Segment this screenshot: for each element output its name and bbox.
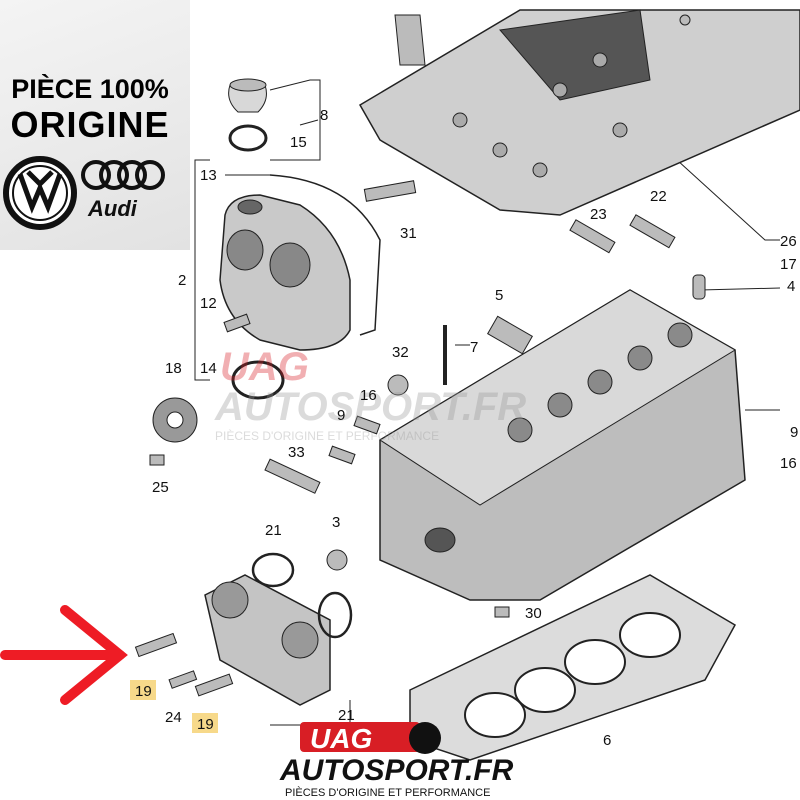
watermark-tagline: PIÈCES D'ORIGINE ET PERFORMANCE xyxy=(215,428,439,443)
callout-19-left: 19 xyxy=(135,683,152,700)
head-gasket xyxy=(409,574,737,761)
badge-line-1: PIÈCE 100% xyxy=(11,74,169,104)
callout-8: 8 xyxy=(320,107,328,124)
bearing-housing xyxy=(204,552,353,706)
callout-4: 4 xyxy=(787,278,795,295)
small-parts xyxy=(134,14,706,697)
audi-wordmark: Audi xyxy=(88,196,137,221)
watermark: UAG AUTOSPORT.FR PIÈCES D'ORIGINE ET PER… xyxy=(214,345,526,443)
audi-rings-logo xyxy=(81,160,165,190)
callout-23: 23 xyxy=(590,206,607,223)
highlighted-callouts: 19 19 xyxy=(130,680,218,733)
callout-32: 32 xyxy=(392,344,409,361)
callout-19-right: 19 xyxy=(197,716,214,733)
callout-21-top: 21 xyxy=(265,522,282,539)
watermark-brand-top: UAG xyxy=(220,345,309,389)
callout-21-bottom: 21 xyxy=(338,707,355,724)
valve-cover xyxy=(358,9,800,216)
footer-brand-main: AUTOSPORT.FR xyxy=(279,754,514,787)
origine-badge: PIÈCE 100% ORIGINE Audi xyxy=(0,0,190,250)
oil-filler-cap xyxy=(228,78,268,152)
footer-tagline: PIÈCES D'ORIGINE ET PERFORMANCE xyxy=(285,786,490,799)
callout-18: 18 xyxy=(165,360,182,377)
callout-12: 12 xyxy=(200,295,217,312)
badge-logos xyxy=(3,156,165,230)
callout-14: 14 xyxy=(200,360,217,377)
badge-line-2: ORIGINE xyxy=(10,104,170,145)
callout-9-right: 9 xyxy=(790,424,798,441)
callout-31: 31 xyxy=(400,225,417,242)
timing-cover xyxy=(219,174,381,351)
callout-15: 15 xyxy=(290,134,307,151)
callout-17: 17 xyxy=(780,256,797,273)
callout-33: 33 xyxy=(288,444,305,461)
vw-logo xyxy=(3,156,77,230)
uag-autosport-logo: UAG AUTOSPORT.FR PIÈCES D'ORIGINE ET PER… xyxy=(279,722,514,799)
callout-6: 6 xyxy=(603,732,611,749)
callout-16-right: 16 xyxy=(780,455,797,472)
callout-16: 16 xyxy=(360,387,377,404)
callout-26: 26 xyxy=(780,233,797,250)
callout-2: 2 xyxy=(178,272,186,289)
callout-24: 24 xyxy=(165,709,182,726)
watermark-brand-main: AUTOSPORT.FR xyxy=(214,385,526,429)
sprocket-plate xyxy=(152,360,285,443)
callout-5: 5 xyxy=(495,287,503,304)
callout-7: 7 xyxy=(470,339,478,356)
callout-25: 25 xyxy=(152,479,169,496)
footer-brand-top: UAG xyxy=(310,723,372,754)
callout-22: 22 xyxy=(650,188,667,205)
callout-30: 30 xyxy=(525,605,542,622)
cylinder-head xyxy=(379,289,746,601)
callout-13: 13 xyxy=(200,167,217,184)
red-pointer-arrow xyxy=(0,605,128,705)
callout-9: 9 xyxy=(337,407,345,424)
callout-labels: 8 15 13 31 2 12 14 18 25 32 7 5 9 16 33 … xyxy=(152,107,798,749)
callout-3: 3 xyxy=(332,514,340,531)
